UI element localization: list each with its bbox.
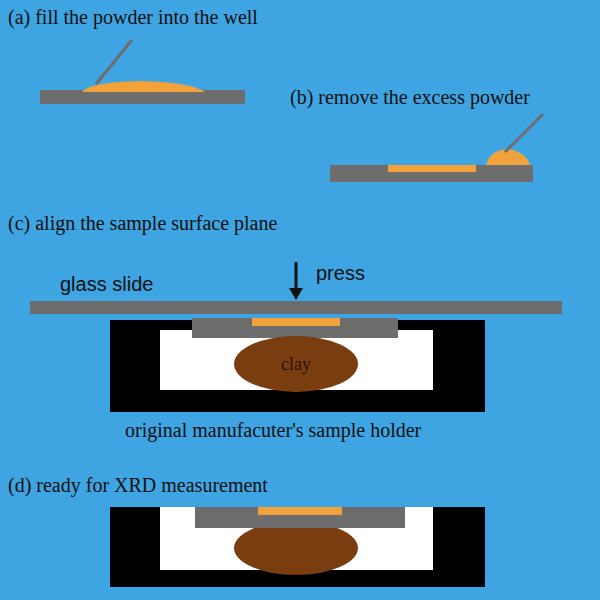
part-label: original manufacuter's sample holder — [125, 419, 421, 441]
clay — [234, 521, 358, 575]
clay-ellipse: clay — [234, 336, 358, 392]
powder — [252, 318, 340, 326]
step-caption: (d) ready for XRD measurement — [8, 474, 268, 496]
step-caption: (b) remove the excess powder — [290, 86, 530, 108]
step-caption: (a) fill the powder into the well — [8, 6, 258, 28]
action-label: press — [316, 262, 365, 284]
glass-slide — [30, 301, 562, 314]
sample-plate — [40, 90, 245, 104]
spatula — [505, 114, 543, 152]
powder — [258, 507, 342, 515]
excess-powder — [486, 149, 530, 165]
powder — [388, 165, 476, 172]
press-arrow — [295, 262, 298, 290]
step-caption: (c) align the sample surface plane — [8, 212, 277, 234]
sample-plate — [330, 165, 533, 182]
press-arrowhead — [289, 288, 303, 300]
sample-holder — [110, 507, 485, 587]
sample-plate — [192, 318, 398, 338]
spatula — [96, 40, 132, 84]
node-label: clay — [281, 354, 311, 375]
sample-plate — [195, 507, 405, 528]
part-label: glass slide — [60, 273, 153, 295]
powder — [82, 81, 205, 92]
